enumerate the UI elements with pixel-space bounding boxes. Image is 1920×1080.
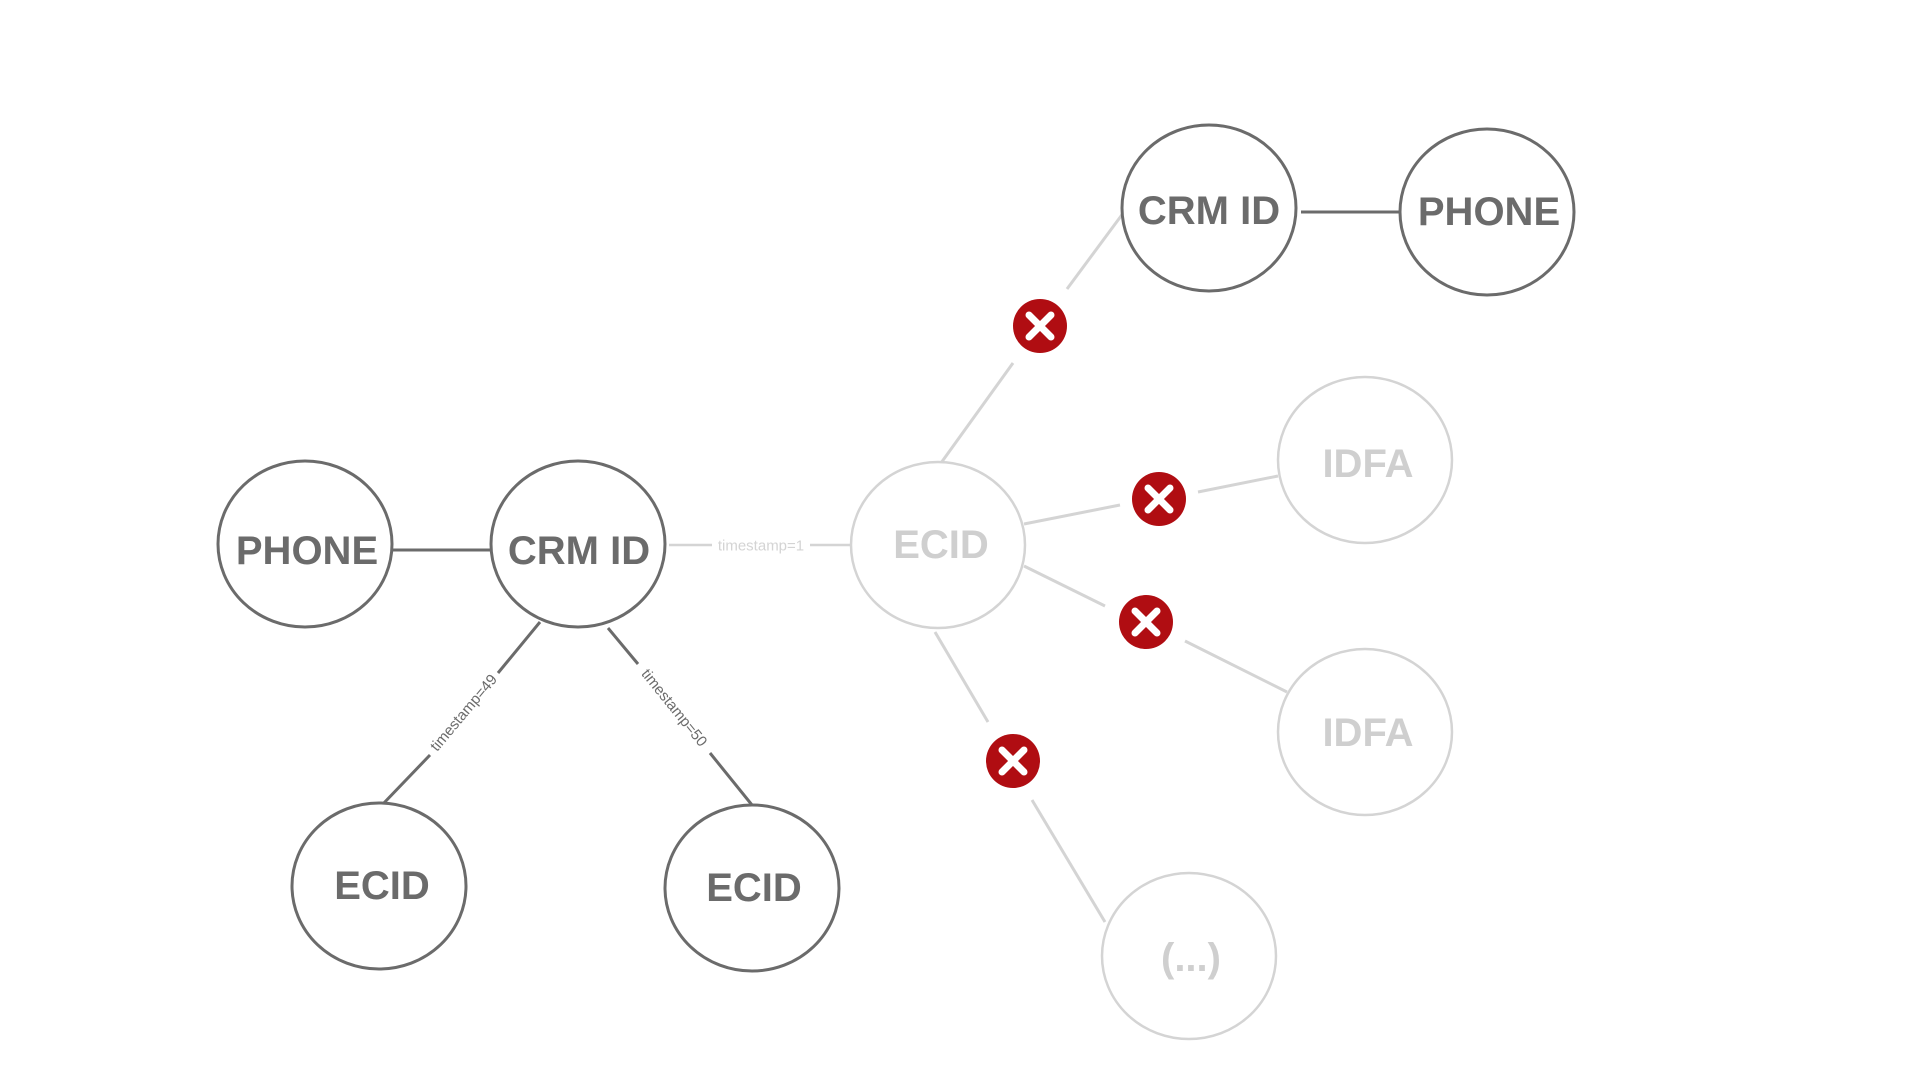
- edge-ecid-center-to-more: [933, 631, 1107, 923]
- x-circle-icon: [1013, 299, 1067, 353]
- node-label: IDFA: [1322, 711, 1413, 755]
- x-circle-icon: [1132, 472, 1186, 526]
- node-label: CRM ID: [508, 529, 650, 573]
- x-circle-icon: [1119, 595, 1173, 649]
- node-label: CRM ID: [1138, 189, 1280, 233]
- node-label: ECID: [893, 523, 989, 567]
- edge-ecid-center-to-crm-top: [939, 211, 1126, 464]
- node-crm-id-main: CRM ID: [489, 459, 667, 629]
- node-label: PHONE: [1418, 190, 1560, 234]
- edge-label-timestamp-1: timestamp=1: [718, 538, 804, 555]
- node-idfa-1: IDFA: [1276, 375, 1454, 545]
- node-label: PHONE: [236, 529, 378, 573]
- x-circle-icon: [986, 734, 1040, 788]
- node-label: ECID: [334, 864, 430, 908]
- node-idfa-2: IDFA: [1276, 647, 1454, 817]
- edge-crm-to-ecid-right: [606, 627, 754, 806]
- node-ecid-right: ECID: [663, 803, 841, 973]
- edge-label-timestamp-49: timestamp=49: [427, 671, 501, 754]
- edge-label-timestamp-50: timestamp=50: [638, 666, 711, 750]
- edge-ecid-center-to-idfa-2: [1023, 564, 1288, 694]
- node-label: (...): [1161, 936, 1221, 980]
- node-ecid-left: ECID: [290, 801, 468, 971]
- edge-crm-to-ecid-left: [380, 621, 542, 807]
- edge-ecid-center-to-idfa-1: [1023, 474, 1279, 526]
- node-label: IDFA: [1322, 442, 1413, 486]
- node-crm-id-top: CRM ID: [1120, 123, 1298, 293]
- node-label: ECID: [706, 866, 802, 910]
- node-phone-left: PHONE: [216, 459, 394, 629]
- node-ecid-center: ECID: [849, 460, 1027, 630]
- node-phone-top: PHONE: [1398, 127, 1576, 297]
- node-more: (...): [1100, 871, 1278, 1041]
